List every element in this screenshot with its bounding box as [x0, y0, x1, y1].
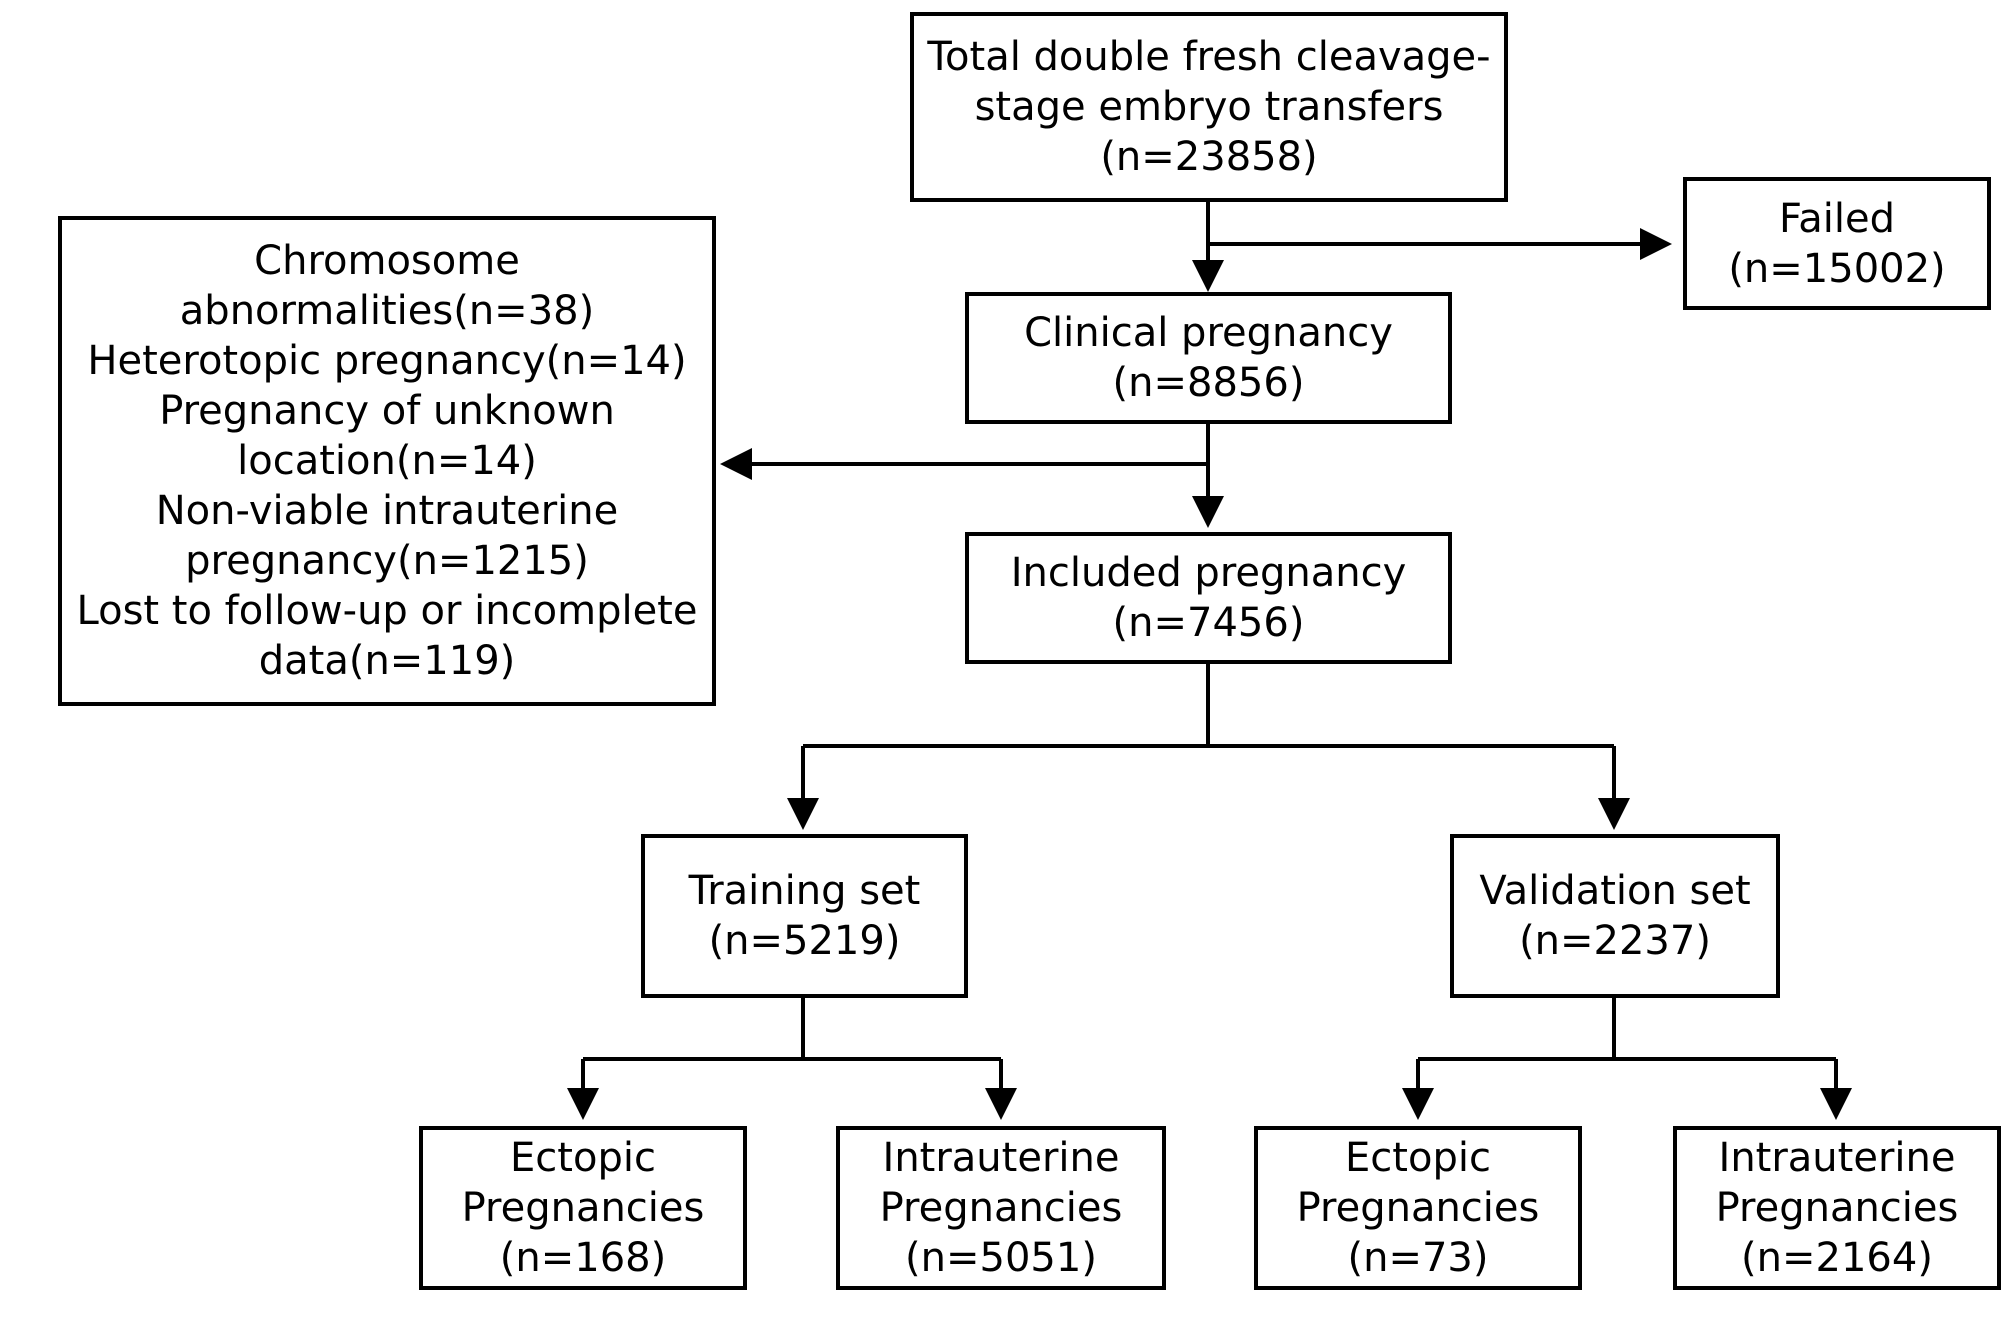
included-pregnancy-label: Included pregnancy [1010, 550, 1407, 596]
total-transfers-box: Total double fresh cleavage- stage embry… [910, 12, 1508, 202]
validation-set-box: Validation set (n=2237) [1450, 834, 1780, 998]
total-transfers-line-1: Total double fresh cleavage- [927, 34, 1491, 80]
training-ectopic-line-1: Ectopic [510, 1135, 656, 1181]
exclusion-line-1: Chromosome [254, 238, 520, 284]
validation-intrauterine-count: (n=2164) [1741, 1235, 1933, 1281]
failed-label: Failed [1778, 195, 1896, 242]
total-transfers-count: (n=23858) [1100, 134, 1318, 180]
exclusion-line-6: Non-viable intrauterine [155, 488, 619, 534]
included-pregnancy-count: (n=7456) [1112, 600, 1305, 646]
training-intrauterine-box: Intrauterine Pregnancies (n=5051) [836, 1126, 1166, 1290]
clinical-pregnancy-count: (n=8856) [1112, 360, 1305, 406]
exclusion-line-3: Heterotopic pregnancy(n=14) [87, 338, 687, 384]
validation-intrauterine-line-1: Intrauterine [1718, 1135, 1956, 1181]
training-intrauterine-line-2: Pregnancies [879, 1185, 1123, 1231]
included-pregnancy-box: Included pregnancy (n=7456) [965, 532, 1452, 664]
failed-count: (n=15002) [1728, 245, 1946, 292]
training-ectopic-box: Ectopic Pregnancies (n=168) [419, 1126, 747, 1290]
exclusions-box: Chromosome abnormalities(n=38) Heterotop… [58, 216, 716, 706]
clinical-pregnancy-box: Clinical pregnancy (n=8856) [965, 292, 1452, 424]
training-intrauterine-line-1: Intrauterine [882, 1135, 1120, 1181]
clinical-pregnancy-label: Clinical pregnancy [1024, 310, 1393, 356]
exclusion-line-5: location(n=14) [237, 438, 537, 484]
exclusion-line-7: pregnancy(n=1215) [185, 538, 589, 584]
failed-box: Failed (n=15002) [1683, 177, 1991, 310]
exclusion-line-2: abnormalities(n=38) [179, 288, 595, 334]
training-ectopic-count: (n=168) [499, 1235, 667, 1281]
validation-ectopic-box: Ectopic Pregnancies (n=73) [1254, 1126, 1582, 1290]
validation-intrauterine-line-2: Pregnancies [1715, 1185, 1959, 1231]
validation-ectopic-line-1: Ectopic [1345, 1135, 1491, 1181]
validation-set-label: Validation set [1479, 868, 1751, 914]
training-intrauterine-count: (n=5051) [905, 1235, 1097, 1281]
exclusion-line-9: data(n=119) [258, 638, 516, 684]
validation-ectopic-count: (n=73) [1347, 1235, 1489, 1281]
validation-ectopic-line-2: Pregnancies [1296, 1185, 1540, 1231]
exclusion-line-8: Lost to follow-up or incomplete [76, 588, 698, 634]
validation-intrauterine-box: Intrauterine Pregnancies (n=2164) [1673, 1126, 2001, 1290]
training-set-count: (n=5219) [708, 918, 901, 964]
total-transfers-line-2: stage embryo transfers [974, 84, 1444, 130]
training-set-box: Training set (n=5219) [641, 834, 968, 998]
validation-set-count: (n=2237) [1519, 918, 1711, 964]
training-set-label: Training set [688, 868, 921, 914]
training-ectopic-line-2: Pregnancies [461, 1185, 705, 1231]
exclusion-line-4: Pregnancy of unknown [159, 388, 615, 434]
